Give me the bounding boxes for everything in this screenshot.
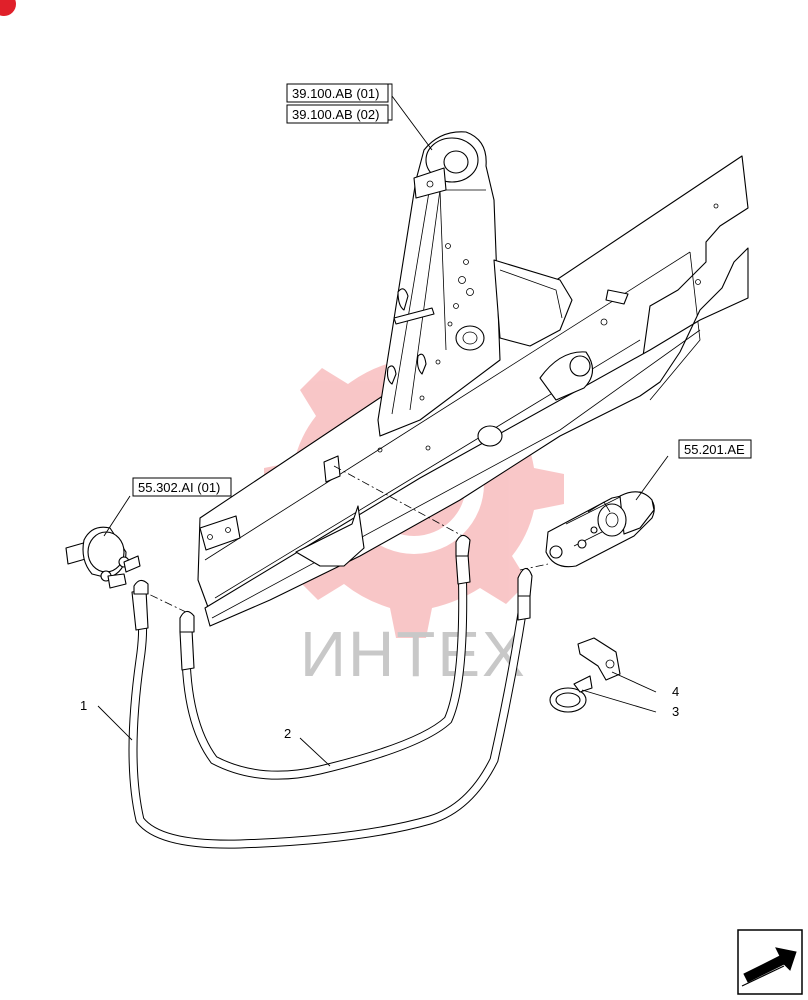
- watermark-text: ИНТЕХ: [300, 618, 527, 690]
- svg-text:39.100.AB (01): 39.100.AB (01): [292, 86, 379, 101]
- battery-cable-2: [179, 534, 471, 780]
- corner-marker-icon: [0, 0, 16, 16]
- leader-ref-55-302-ai: [103, 495, 131, 537]
- starter-motor: [545, 491, 655, 568]
- battery-disconnect-switch: [65, 526, 141, 589]
- leader-ref-39-100-ab: [391, 95, 433, 151]
- ref-box-39-100-ab-01[interactable]: 39.100.AB (01): [286, 83, 389, 103]
- callout-1: 1: [80, 698, 87, 713]
- battery-cable-1: [128, 567, 533, 849]
- leader-callout-1: [97, 705, 133, 741]
- cable-clamp: [549, 675, 593, 713]
- leader-callout-2: [299, 737, 331, 767]
- next-page-arrow-icon[interactable]: [737, 929, 803, 995]
- ref-box-39-100-ab-02[interactable]: 39.100.AB (02): [286, 104, 389, 124]
- leader-ref-55-201-ae: [635, 455, 669, 501]
- cable-clamp-bracket: [577, 637, 621, 681]
- leader-callout-4: [611, 671, 657, 693]
- ref-box-55-201-ae[interactable]: 55.201.AE: [678, 439, 752, 459]
- leader-callout-3: [581, 689, 657, 713]
- svg-text:39.100.AB (02): 39.100.AB (02): [292, 107, 379, 122]
- callout-3: 3: [672, 704, 679, 719]
- callout-4: 4: [672, 684, 679, 699]
- svg-text:55.201.AE: 55.201.AE: [684, 442, 745, 457]
- callout-2: 2: [284, 726, 291, 741]
- mast-bracket: [377, 131, 573, 437]
- ref-box-55-302-ai-01[interactable]: 55.302.AI (01): [132, 477, 232, 497]
- assembly-centerline: [333, 465, 471, 541]
- chassis-frame: [197, 155, 749, 627]
- svg-text:55.302.AI (01): 55.302.AI (01): [138, 480, 220, 495]
